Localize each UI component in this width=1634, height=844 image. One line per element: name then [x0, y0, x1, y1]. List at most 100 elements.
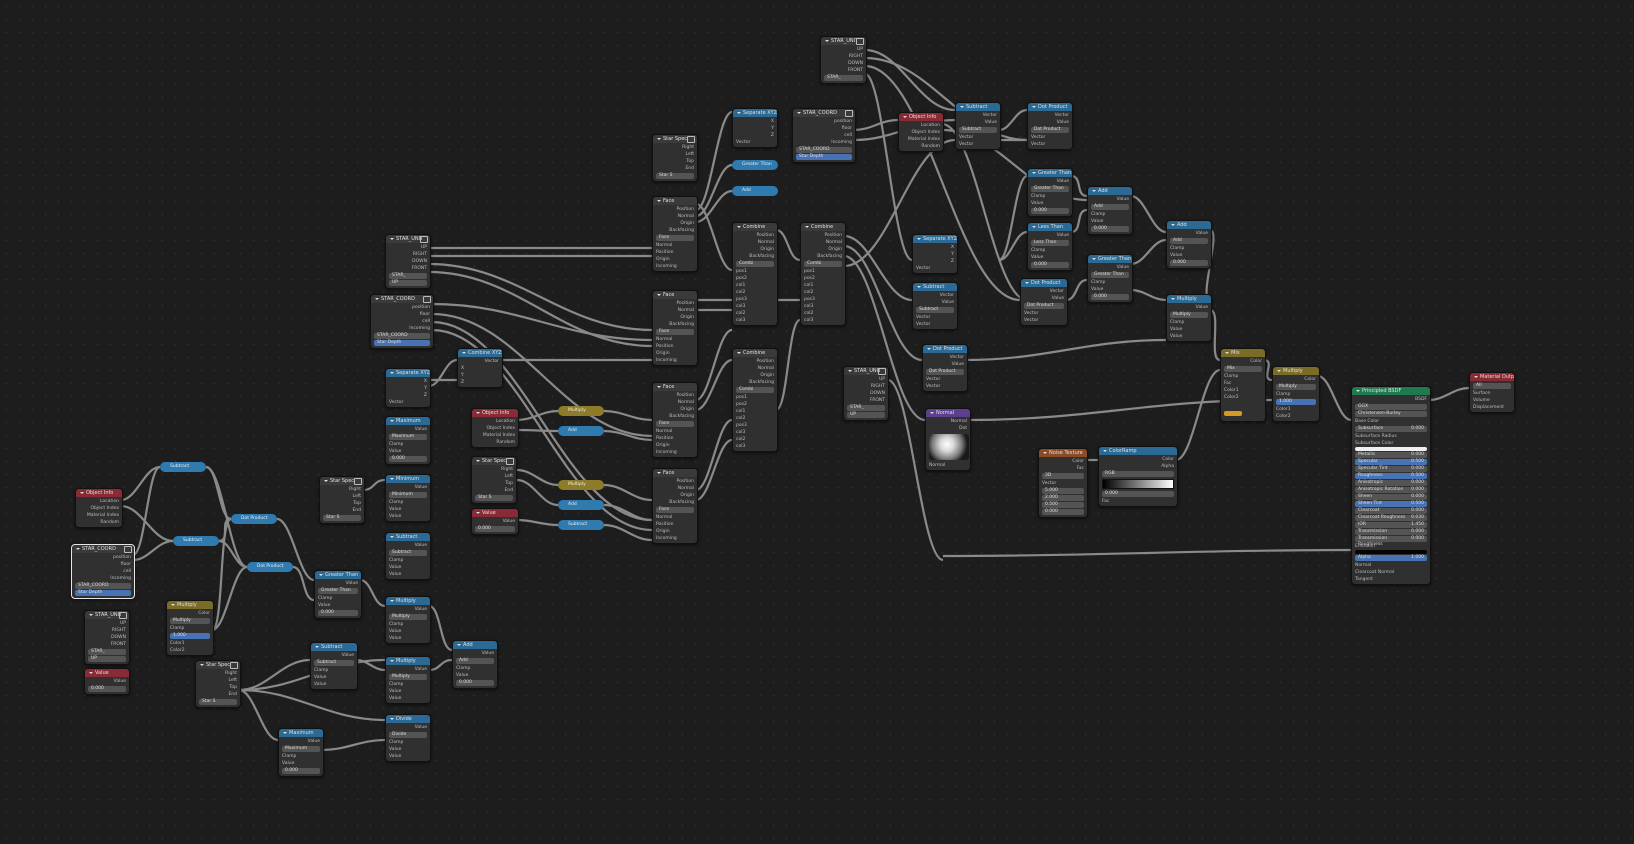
node-link[interactable]	[695, 163, 733, 218]
value-field[interactable]: 0.000	[389, 456, 427, 462]
node-header[interactable]: Mix	[1221, 349, 1265, 357]
node-link[interactable]	[1070, 208, 1088, 234]
node-link[interactable]	[238, 688, 279, 742]
value-field[interactable]: STAR_COORD	[374, 333, 430, 339]
node-link[interactable]	[603, 503, 653, 522]
value-field[interactable]: Less Than	[1031, 240, 1069, 246]
node-link[interactable]	[428, 658, 453, 672]
value-field[interactable]: Greater Than	[1091, 272, 1129, 278]
node-header[interactable]: Separate XYZ	[386, 369, 430, 377]
collapsed-node[interactable]: Greater Than	[732, 160, 778, 170]
node-link[interactable]	[428, 358, 458, 388]
node-header[interactable]: Face	[653, 291, 697, 299]
value-field[interactable]: 0.000	[1091, 226, 1129, 232]
value-field[interactable]: Combi	[804, 261, 842, 267]
node-link[interactable]	[695, 418, 733, 492]
value-field[interactable]: 0.000	[318, 610, 358, 616]
value-field[interactable]: All	[1473, 383, 1511, 389]
value-field[interactable]: Star Depth	[796, 154, 852, 160]
node-header[interactable]: Add	[453, 641, 497, 649]
value-field[interactable]: 0.000	[1102, 491, 1174, 497]
value-field[interactable]: UP	[88, 656, 126, 662]
value-field[interactable]: Dot Product	[1024, 303, 1064, 309]
value-field[interactable]: Christensen-Burley	[1355, 411, 1427, 417]
collapsed-node[interactable]: Multiply	[558, 480, 604, 490]
node-link[interactable]	[428, 604, 453, 652]
node-link[interactable]	[775, 228, 801, 262]
node-header[interactable]: Multiply	[1273, 367, 1319, 375]
value-field[interactable]: Subtract	[314, 660, 354, 666]
node-link[interactable]	[843, 244, 923, 362]
node-header[interactable]: Subtract	[311, 643, 357, 651]
node-header[interactable]: Noise Texture	[1039, 449, 1087, 457]
node-link[interactable]	[864, 56, 1028, 142]
value-field[interactable]: STAR_	[824, 75, 863, 81]
node-header[interactable]: Dot Product	[923, 345, 967, 353]
node-link[interactable]	[120, 504, 174, 543]
node-group-icon[interactable]	[878, 368, 886, 375]
node-group-icon[interactable]	[230, 662, 238, 669]
node-group-icon[interactable]	[687, 136, 695, 143]
node-header[interactable]: Greater Than	[1028, 169, 1072, 177]
node-link[interactable]	[603, 483, 653, 502]
node-group-icon[interactable]	[119, 612, 127, 619]
node-header[interactable]: Material Output	[1470, 373, 1514, 381]
node-header[interactable]: Less Than	[1028, 223, 1072, 231]
node-link[interactable]	[695, 328, 733, 402]
node-link[interactable]	[1130, 288, 1167, 302]
node-group-icon[interactable]	[856, 38, 864, 45]
node-link[interactable]	[864, 64, 1021, 302]
collapsed-node[interactable]: Dot Product	[247, 562, 293, 572]
node-group-icon[interactable]	[845, 110, 853, 117]
node-link[interactable]	[431, 312, 653, 438]
value-field[interactable]: UP	[389, 280, 427, 286]
value-field[interactable]: Multiply	[1276, 384, 1316, 390]
node-header[interactable]: Greater Than	[315, 571, 361, 579]
value-field[interactable]: STAR_	[389, 273, 427, 279]
value-field[interactable]: Face	[656, 329, 694, 335]
node-link[interactable]	[210, 517, 233, 632]
node-link[interactable]	[431, 320, 653, 522]
node-link[interactable]	[998, 230, 1028, 262]
node-header[interactable]: Principled BSDF	[1352, 387, 1430, 395]
node-header[interactable]: Maximum	[386, 417, 430, 425]
node-header[interactable]: Combine XYZ	[458, 349, 502, 357]
node-link[interactable]	[887, 378, 944, 562]
node-header[interactable]: Maximum	[279, 729, 323, 737]
node-header[interactable]: Face	[653, 197, 697, 205]
collapsed-node[interactable]: Subtract	[160, 462, 206, 472]
node-link[interactable]	[218, 539, 248, 569]
node-header[interactable]: Combine	[733, 223, 777, 231]
value-field[interactable]: Multiply	[389, 614, 427, 620]
node-group-icon[interactable]	[124, 546, 132, 553]
value-field[interactable]: Combi	[736, 387, 774, 393]
color-black[interactable]	[1355, 550, 1427, 554]
value-field[interactable]: Greater Than	[318, 588, 358, 594]
node-link[interactable]	[516, 478, 559, 507]
